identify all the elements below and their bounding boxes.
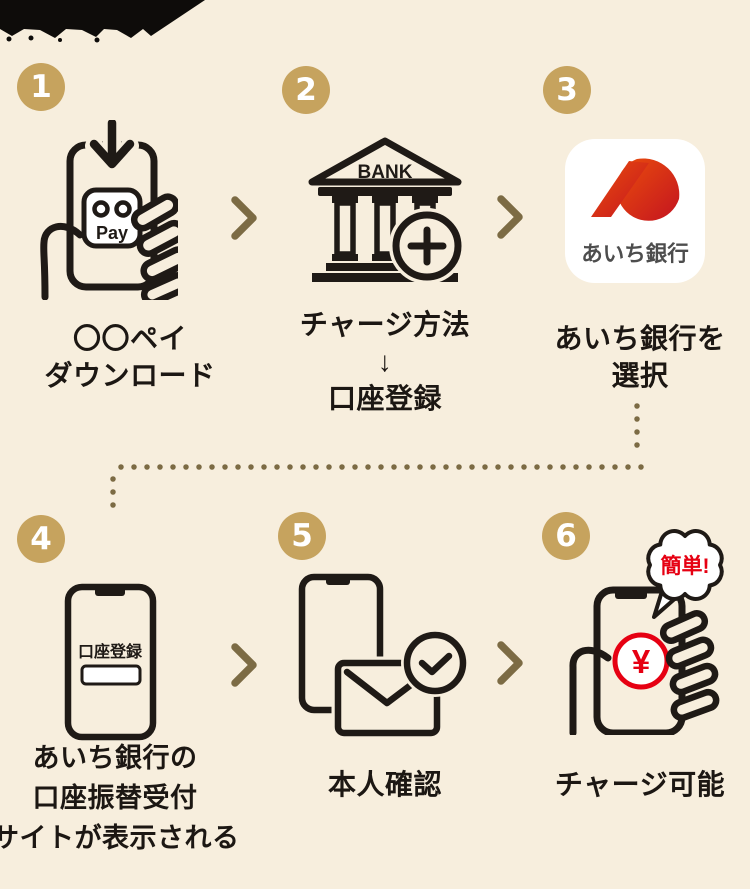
download-phone-icon: Pay [40, 120, 178, 300]
step-6-badge: 6 [542, 512, 590, 560]
yen-badge-icon: ¥ [612, 632, 670, 690]
check-circle-icon [401, 629, 469, 697]
identity-check-icon [298, 573, 469, 740]
hand-thumb [40, 222, 84, 300]
caption-line: ダウンロード [44, 360, 216, 391]
caption-line: あいち銀行を [554, 323, 726, 354]
step-1-caption: 〇〇ペイ ダウンロード [10, 320, 250, 394]
caption-line: サイトが表示される [0, 823, 240, 853]
pay-app-tile: Pay [81, 187, 143, 249]
step-2-badge: 2 [282, 66, 330, 114]
speech-bubble: 簡単! [646, 529, 724, 619]
bank-building: BANK [308, 137, 462, 282]
caption-line: あいち銀行の [32, 743, 198, 773]
aichi-app-label: あいち銀行 [581, 241, 689, 266]
chevron-right-icon [231, 196, 257, 240]
step-5-badge: 5 [278, 512, 326, 560]
step-1-badge: 1 [17, 63, 65, 111]
step-5-caption: 本人確認 [270, 766, 500, 803]
screen-form-label: 口座登録 [78, 642, 143, 661]
plus-badge-icon [389, 208, 465, 284]
phone-notch [615, 590, 647, 599]
phone-notch [95, 587, 125, 596]
caption-line: チャージ方法 [299, 309, 471, 340]
aichi-bank-app-icon: あいち銀行 [565, 139, 705, 283]
step-4-caption: あいち銀行の 口座振替受付 サイトが表示される [0, 738, 240, 858]
caption-line: 〇〇ペイ [72, 323, 187, 354]
hand-fingers [130, 193, 178, 300]
step-4-badge: 4 [17, 515, 65, 563]
yen-symbol: ¥ [632, 643, 651, 680]
hand-fingers [659, 610, 720, 722]
caption-line down-arrow-glyph: ↓ [377, 346, 393, 377]
account-site-phone-icon: 口座登録 [64, 583, 157, 741]
caption-line: 口座振替受付 [32, 783, 198, 813]
pay-label: Pay [96, 223, 128, 243]
bank-add-icon: BANK [308, 137, 465, 284]
bubble-label: 簡単! [661, 554, 710, 578]
dotted-connector [110, 403, 644, 511]
charge-phone-icon: ¥ 簡単! [569, 529, 724, 735]
top-banner-cutoff [0, 0, 205, 43]
hand-thumb [569, 646, 612, 735]
caption-line: チャージ可能 [554, 769, 726, 800]
step-3-badge: 3 [543, 66, 591, 114]
caption-line: 選択 [611, 360, 669, 391]
aichi-bank-logo [591, 158, 680, 221]
form-input-box [80, 664, 142, 686]
step-3-caption: あいち銀行を 選択 [530, 320, 750, 394]
step-6-caption: チャージ可能 [530, 766, 750, 803]
bank-label: BANK [358, 162, 413, 183]
step-2-caption: チャージ方法 ↓ 口座登録 [270, 306, 500, 417]
caption-line: 口座登録 [327, 383, 442, 414]
chevron-right-icon [497, 195, 523, 239]
phone-notch [326, 577, 350, 585]
download-arrow-icon [89, 120, 135, 169]
chevron-right-icon [231, 643, 257, 687]
caption-line: 本人確認 [327, 769, 442, 800]
chevron-right-icon [497, 641, 523, 685]
